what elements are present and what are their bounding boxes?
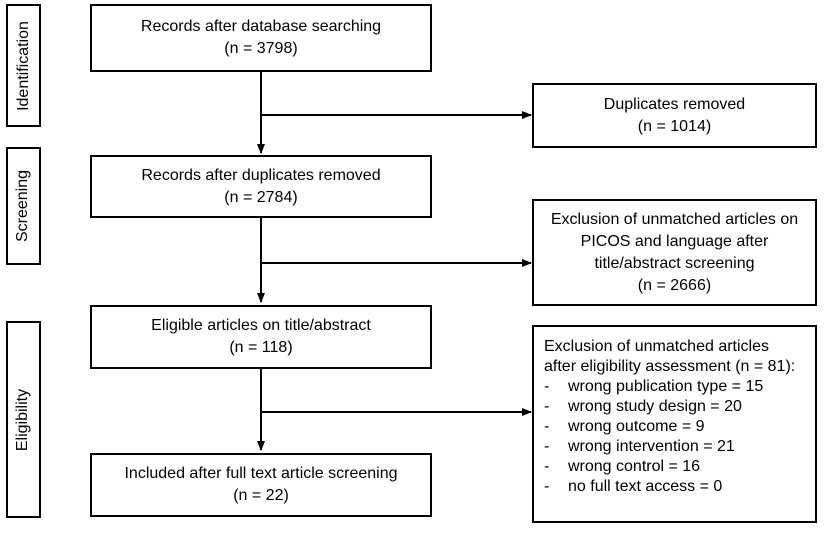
exclusion-picos-box: Exclusion of unmatched articles on PICOS… <box>532 199 817 306</box>
duplicates-removed-box: Duplicates removed (n = 1014) <box>532 83 817 148</box>
records-deduplicated-text: Records after duplicates removed <box>141 166 381 184</box>
stage-screening: Screening <box>6 147 41 265</box>
exclusion-reason-item: -no full text access = 0 <box>544 478 723 495</box>
exclusion-reason-item: -wrong study design = 20 <box>544 398 742 415</box>
exclusion-picos-count: (n = 2666) <box>637 276 712 294</box>
stage-identification: Identification <box>6 4 41 127</box>
included-studies-box: Included after full text article screeni… <box>90 453 432 517</box>
exclusion-reason-text: wrong publication type = 15 <box>568 378 764 395</box>
exclusion-reason-item: -wrong outcome = 9 <box>544 418 705 435</box>
records-database-count: (n = 3798) <box>224 40 298 57</box>
exclusion-reason-item: -wrong control = 16 <box>544 458 701 475</box>
exclusion-reason-text: wrong intervention = 21 <box>568 438 735 455</box>
exclusion-picos-line2: PICOS and language after <box>580 232 769 250</box>
duplicates-removed-count: (n = 1014) <box>637 117 712 135</box>
exclusion-reason-text: wrong study design = 20 <box>568 398 742 415</box>
records-deduplicated-count: (n = 2784) <box>224 188 298 206</box>
stage-eligibility: Eligibility <box>6 321 41 518</box>
exclusion-eligibility-line1: Exclusion of unmatched articles <box>544 338 769 355</box>
exclusion-reason-text: wrong control = 16 <box>568 458 701 475</box>
exclusion-picos-line1: Exclusion of unmatched articles on <box>550 210 799 228</box>
exclusion-eligibility-line2: after eligibility assessment (n = 81): <box>544 358 796 375</box>
records-deduplicated-box: Records after duplicates removed (n = 27… <box>90 155 432 218</box>
exclusion-picos-line3: title/abstract screening <box>594 254 755 272</box>
exclusion-reason-text: wrong outcome = 9 <box>568 418 705 435</box>
records-database-box: Records after database searching (n = 37… <box>90 4 432 72</box>
eligible-articles-count: (n = 118) <box>229 339 293 356</box>
included-studies-count: (n = 22) <box>233 487 289 504</box>
exclusion-reason-text: no full text access = 0 <box>568 478 723 495</box>
exclusion-reason-item: -wrong intervention = 21 <box>544 438 735 455</box>
exclusion-reason-item: -wrong publication type = 15 <box>544 378 764 395</box>
exclusion-reasons-list: -wrong publication type = 15 -wrong stud… <box>544 377 815 497</box>
exclusion-eligibility-box: Exclusion of unmatched articles after el… <box>532 325 817 523</box>
included-studies-text: Included after full text article screeni… <box>124 465 398 482</box>
eligible-articles-text: Eligible articles on title/abstract <box>151 317 371 334</box>
eligible-articles-box: Eligible articles on title/abstract (n =… <box>90 305 432 369</box>
records-database-text: Records after database searching <box>140 18 382 35</box>
duplicates-removed-text: Duplicates removed <box>603 95 746 113</box>
